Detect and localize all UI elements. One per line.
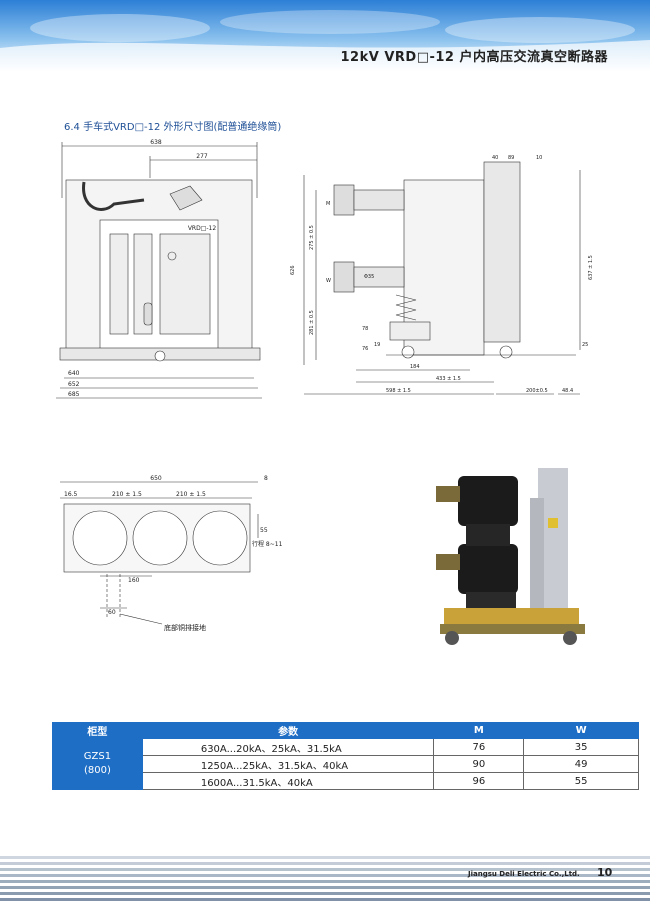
dim-433: 433 ± 1.5 [436,376,461,382]
header-m: M [433,722,525,739]
dim-pitch-2: 210 ± 1.5 [176,491,206,498]
dim-10: 10 [536,155,542,161]
panel-label: VRD□-12 [188,225,217,232]
footer-stripes [0,852,650,904]
cabinet-sub: (800) [83,765,111,776]
param-cell: 630A...20kA、25kA、31.5kA [141,738,435,756]
table-header-row: 柜型 参数 M W [52,722,639,739]
w-cell: 49 [523,755,639,773]
dim-48: 48.4 [562,388,573,394]
pole-circle-1 [72,510,128,566]
footer-company: Jiangsu Deli Electric Co.,Ltd. [468,870,580,878]
param-cell: 1600A...31.5kA、40kA [141,772,435,790]
header-background [0,0,650,72]
header-band [0,0,650,72]
dim-8: 8 [264,475,268,482]
dim-contact-dia: Φ35 [364,274,374,280]
dim-685: 685 [68,391,80,398]
bottom-view-drawing: 650 8 16.5 210 ± 1.5 210 ± 1.5 55 行程 8~1… [60,475,283,632]
dim-m-lower: W [326,278,331,284]
w-cell: 35 [523,738,639,756]
footer-band [0,852,650,904]
dim-89: 89 [508,155,514,161]
header-cabinet: 柜型 [52,722,143,739]
dim-16-5: 16.5 [64,491,78,498]
dim-598: 598 ± 1.5 [386,388,411,394]
w-cell: 55 [523,772,639,790]
header-params: 参数 [141,722,435,739]
dim-78: 78 [362,326,368,332]
param-cell: 1250A...25kA、31.5kA、40kA [141,755,435,773]
dim-184: 184 [410,364,420,370]
dim-652: 652 [68,381,80,388]
dim-60: 60 [108,609,116,616]
pole-circle-3 [192,510,248,566]
dim-slot: 行程 8~11 [252,540,283,548]
pole-circle-2 [132,510,188,566]
dim-25: 25 [582,342,588,348]
side-frame [483,161,521,343]
dim-19: 19 [374,342,380,348]
dim-626: 626 [290,265,296,275]
dim-55: 55 [260,527,268,534]
dim-40: 40 [492,155,498,161]
cabinet-cell: GZS1 (800) [52,738,143,790]
page-title: 12kV VRD□-12 户内高压交流真空断路器 [340,50,608,65]
dim-pitch-1: 210 ± 1.5 [112,491,142,498]
dim-76: 76 [362,346,368,352]
dim-160: 160 [128,577,140,584]
side-view-drawing: 40 89 10 626 275 ± 0.5 281 ± 0.5 637 ± 1… [290,155,594,395]
dim-m-upper: M [326,201,330,207]
dim-200: 200±0.5 [526,388,548,394]
dim-lower-contact: 281 ± 0.5 [309,310,315,335]
front-view-drawing: 638 277 VRD□-12 640 652 685 [56,139,262,399]
section-title: 6.4 手车式VRD□-12 外形尺寸图(配普通绝缘筒) [64,122,282,133]
dim-277: 277 [196,153,208,160]
m-cell: 90 [433,755,525,773]
table-row: GZS1 (800) 630A...20kA、25kA、31.5kA 76 35 [52,738,639,790]
cabinet-type: GZS1 [83,751,112,762]
m-cell: 76 [433,738,525,756]
breaker-photo [430,458,590,668]
dim-650: 650 [150,475,162,482]
dim-638: 638 [150,139,162,146]
spec-table: 柜型 参数 M W GZS1 (800) 630A...20kA、25kA、31… [52,722,639,790]
page-number: 10 [597,866,613,879]
dim-640: 640 [68,370,80,377]
dim-upper-contact: 275 ± 0.5 [309,225,315,250]
m-cell: 96 [433,772,525,790]
table-row: 1600A...31.5kA、40kA 96 55 [53,772,639,790]
header-w: W [523,722,639,739]
ground-label: 底部铜排接地 [164,623,206,632]
dim-right-height: 637 ± 1.5 [588,255,594,280]
